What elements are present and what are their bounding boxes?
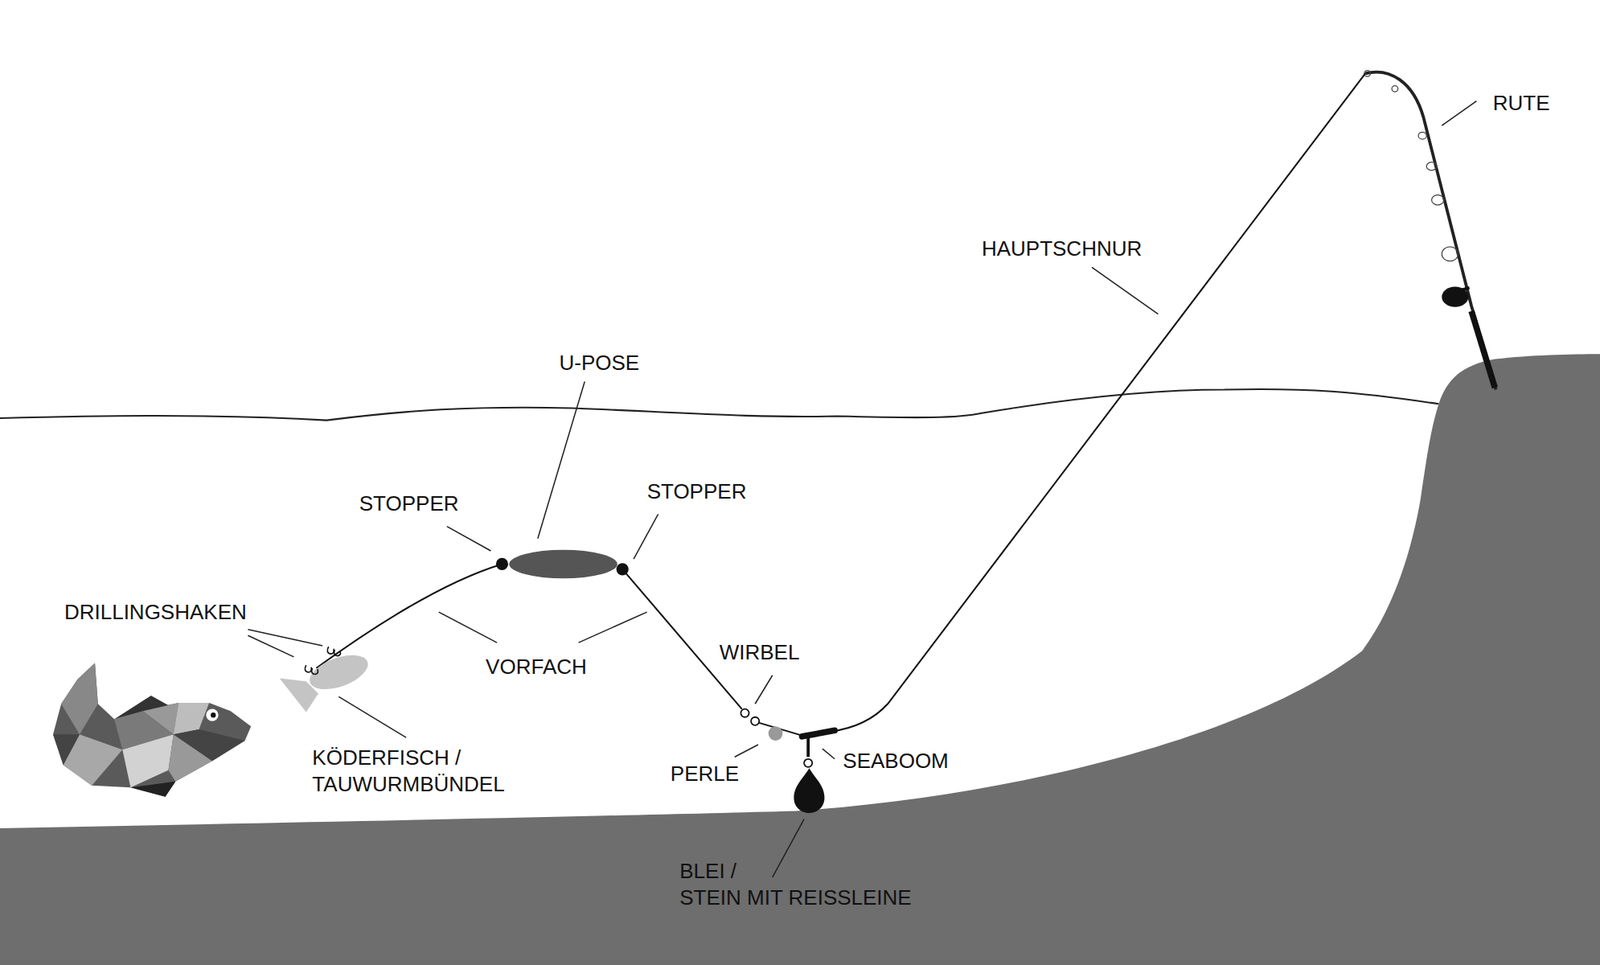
part-label: VORFACH — [485, 653, 587, 681]
part-label: DRILLINGSHAKEN — [64, 598, 247, 626]
swivel-ring — [750, 717, 759, 726]
water-surface — [0, 389, 1439, 421]
rod-highlight — [1367, 74, 1466, 307]
part-label: WIRBEL — [719, 639, 800, 666]
main-line — [831, 73, 1366, 731]
treble-hooks — [304, 646, 341, 674]
part-label: U-POSE — [558, 349, 640, 377]
swivel-ring — [740, 709, 749, 718]
bead — [768, 726, 784, 741]
lead-weight — [793, 767, 825, 813]
bait-fish — [304, 648, 373, 696]
stopper — [496, 557, 509, 571]
rod — [1365, 72, 1496, 390]
rod-handle — [1471, 311, 1495, 388]
part-label: BLEI / STEIN MIT REISSLEINE — [679, 857, 911, 911]
leader-line — [622, 569, 742, 710]
part-label: HAUPTSCHNUR — [981, 235, 1142, 263]
stopper — [616, 562, 629, 575]
predator-fish — [53, 663, 251, 797]
part-label: RUTE — [1493, 90, 1551, 117]
part-label: SEABOOM — [842, 747, 948, 775]
part-label: STOPPER — [359, 490, 460, 517]
float — [508, 549, 618, 579]
seaboom — [802, 730, 836, 737]
leader-line — [315, 563, 502, 668]
rod-guides — [1364, 70, 1459, 262]
part-label: STOPPER — [647, 478, 747, 505]
callout-leaders — [247, 101, 1477, 878]
ground — [0, 353, 1600, 965]
reel-foot — [1462, 287, 1470, 291]
seaboom-arm — [806, 736, 810, 757]
lead-ring — [804, 758, 813, 768]
part-label: PERLE — [670, 760, 739, 788]
part-label: KÖDERFISCH / TAUWURMBÜNDEL — [311, 744, 505, 798]
